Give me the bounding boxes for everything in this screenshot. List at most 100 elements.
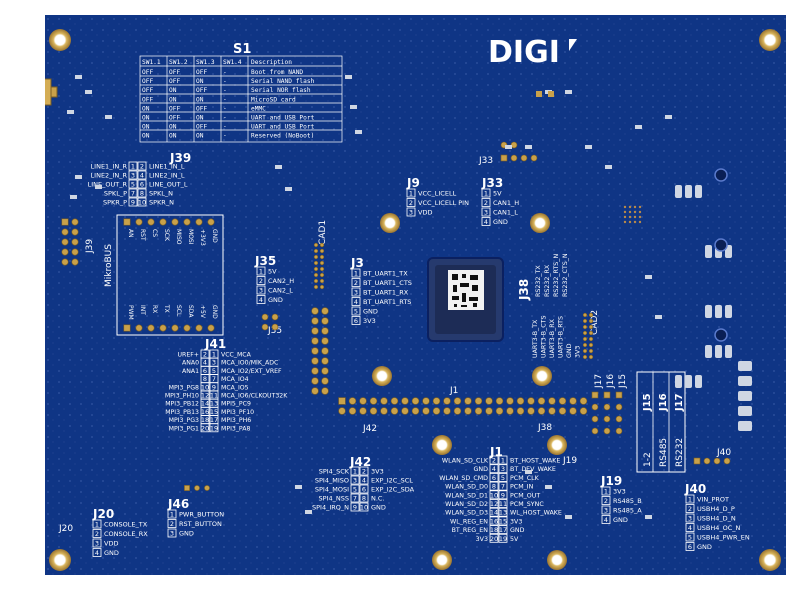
j41-left-label: ANA1 [182, 368, 199, 375]
smd-component [725, 305, 732, 318]
j39-pin-number: 4 [140, 172, 144, 180]
solder-pad [311, 377, 319, 385]
s1-cell: - [223, 124, 227, 131]
pin-box [489, 472, 499, 482]
solder-pad [71, 258, 79, 266]
solder-pad [443, 397, 451, 405]
smd-component [738, 391, 752, 401]
j42-pin-number: 5 [353, 486, 357, 494]
solder-pad [591, 391, 599, 399]
solder-pad [411, 407, 420, 415]
solder-pad [313, 266, 319, 272]
solder-pad [271, 323, 279, 331]
solder-pad [369, 407, 378, 415]
smd-component [645, 515, 652, 519]
s1-header-cell: SW1.4 [223, 59, 242, 66]
pin-box [128, 179, 138, 189]
smd-component [75, 75, 82, 79]
jumper-box-value: RS485 [659, 438, 669, 467]
solder-pad [321, 317, 329, 325]
solder-pad [510, 154, 518, 162]
solder-pad [359, 397, 367, 405]
j35-pin-label: CAN2_H [268, 277, 294, 285]
pin-box [167, 519, 177, 528]
j20-pin-label: CONSOLE_RX [104, 530, 148, 538]
solder-pad [390, 407, 399, 415]
j19-pin-number: 4 [604, 516, 608, 524]
s1-cell: ON [142, 133, 150, 140]
smd-component [285, 187, 292, 191]
j1-pin-number: 7 [501, 483, 505, 491]
solder-pad [558, 407, 567, 415]
jumper-box-value: RS232 [675, 438, 685, 467]
pin-box [498, 507, 508, 517]
pin-box [489, 455, 499, 465]
solder-pad [195, 218, 203, 226]
j35-pin-number: 3 [259, 287, 263, 295]
j20-pin-label: VDD [104, 540, 118, 548]
solder-pad [603, 403, 611, 411]
j41-pin-number: 6 [203, 367, 207, 375]
via [623, 220, 627, 224]
j40-ref: J40 [684, 482, 706, 496]
j40-pin-label: GND [697, 543, 712, 551]
j39-left-label: SPKL_P [104, 190, 127, 198]
j42-left-label: SPI4_MOSI [315, 486, 349, 494]
pin-box [351, 278, 361, 287]
j40-pin-number: 6 [688, 543, 692, 551]
j41-pin-number: 5 [212, 367, 216, 375]
s1-header-cell: SW1.3 [196, 59, 215, 66]
j3-pin-number: 2 [354, 279, 358, 287]
solder-pad [548, 407, 556, 415]
solder-pad [348, 397, 357, 405]
smd-component [105, 115, 112, 119]
som-module [427, 257, 504, 342]
jumper-ref: J15 [618, 374, 628, 389]
j41-pin-number: 9 [212, 383, 216, 391]
pin-box [350, 466, 360, 476]
solder-pad [147, 324, 155, 332]
solder-pad [723, 457, 731, 465]
j39-pin-number: 5 [131, 181, 135, 189]
mikrobus-bottom-pin-label: TX [163, 304, 170, 313]
expansion-header-pads [261, 307, 588, 415]
j41-right-label: MPI3_PA8 [221, 425, 250, 432]
solder-pad [369, 397, 378, 405]
smd-component [738, 361, 752, 371]
j19-pin-number: 3 [604, 507, 608, 515]
mikrobus-top-pin-label: MOSI [187, 229, 194, 245]
pin-box [481, 217, 491, 226]
s1-cell: OFF [196, 87, 207, 94]
solder-pad [313, 242, 319, 248]
s1-cell: OFF [142, 78, 153, 85]
solder-pad [422, 407, 430, 415]
j3-pin-label: BT_UART1_RTS [363, 298, 411, 306]
pin-box [167, 528, 177, 538]
j38-uart-label: UART3-B_TX [532, 319, 539, 358]
j41-left-label: MPI3_PG3 [169, 417, 199, 424]
smd-component [605, 165, 612, 169]
j35-pin-label: 5V [268, 268, 277, 276]
smd-component [675, 185, 682, 198]
s1-cell: ON [196, 115, 204, 122]
pin-box [601, 486, 611, 496]
j41-pin-number: 2 [203, 351, 207, 359]
pin-box [601, 515, 611, 524]
mikrobus-label: MikroBUS [104, 244, 114, 287]
cad2-pads [582, 312, 594, 360]
via [633, 220, 637, 224]
smd-component [565, 90, 572, 94]
smd-component [75, 175, 82, 179]
solder-pad [558, 397, 567, 405]
smd-component [585, 145, 592, 149]
pin-box [406, 198, 416, 207]
pin-box [359, 493, 369, 503]
j42-pin-number: 8 [362, 495, 366, 503]
solder-pad [311, 327, 319, 335]
pin-box [209, 423, 219, 433]
s1-cell: - [223, 78, 227, 85]
j1-right-label: PCM_CLK [510, 475, 540, 482]
